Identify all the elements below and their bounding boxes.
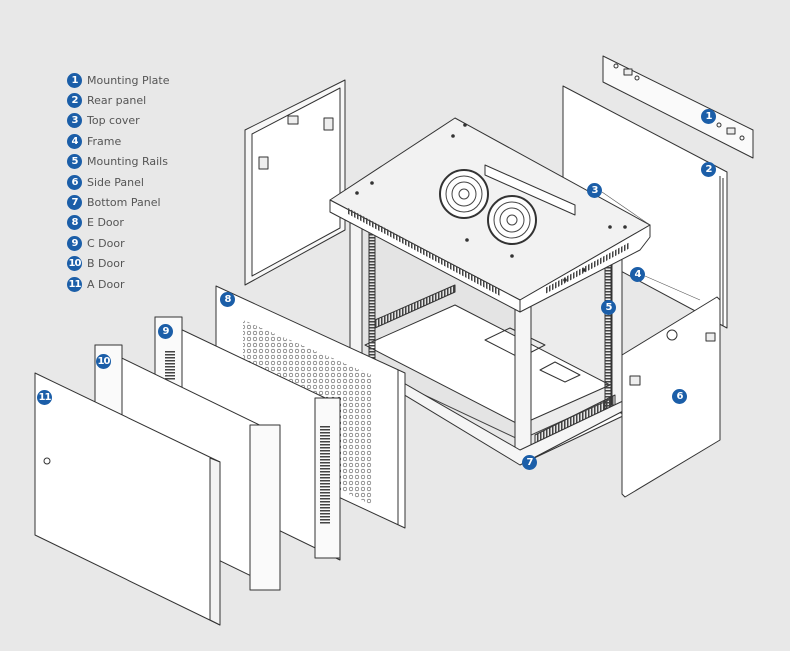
legend-item-top-cover: 3 Top cover: [67, 111, 170, 131]
callout-bottom-panel: 7: [522, 455, 537, 470]
legend-label: E Door: [87, 216, 124, 230]
legend-item-rear-panel: 2 Rear panel: [67, 90, 170, 110]
legend-label: Mounting Plate: [87, 73, 170, 87]
legend-label: B Door: [87, 257, 125, 271]
number-badge: 8: [67, 215, 82, 231]
legend-item-mounting-plate: 1 Mounting Plate: [67, 70, 170, 90]
side-panel: [621, 296, 721, 498]
legend-item-frame: 4 Frame: [67, 131, 170, 151]
number-badge: 3: [67, 113, 82, 129]
callout-side-panel: 6: [672, 389, 687, 404]
top-cover: [329, 117, 651, 313]
legend-label: Top cover: [87, 114, 140, 128]
callout-frame: 4: [630, 267, 645, 282]
leader-lines: [601, 191, 701, 301]
number-badge: 4: [67, 133, 82, 149]
legend-label: C Door: [87, 236, 125, 250]
legend-label: Rear panel: [87, 94, 147, 108]
legend: 1 Mounting Plate 2 Rear panel 3 Top cover 4…: [67, 70, 170, 294]
number-badge: 11: [67, 276, 82, 292]
callout-mounting-plate: 1: [701, 109, 716, 124]
number-badge: 6: [67, 174, 82, 190]
callout-top-cover: 3: [587, 183, 602, 198]
callout-a-door: 11: [37, 390, 52, 405]
callout-c-door: 9: [158, 324, 173, 339]
legend-item-e-door: 8 E Door: [67, 213, 170, 233]
legend-label: Bottom Panel: [87, 196, 161, 210]
callout-e-door: 8: [220, 292, 235, 307]
number-badge: 10: [67, 256, 82, 272]
number-badge: 7: [67, 195, 82, 211]
a-door: [34, 372, 221, 626]
number-badge: 1: [67, 72, 82, 88]
legend-item-bottom-panel: 7 Bottom Panel: [67, 192, 170, 212]
number-badge: 9: [67, 235, 82, 251]
legend-item-mounting-rails: 5 Mounting Rails: [67, 152, 170, 172]
legend-item-b-door: 10 B Door: [67, 254, 170, 274]
legend-item-a-door: 11 A Door: [67, 274, 170, 294]
legend-label: Frame: [87, 134, 122, 148]
legend-label: Side Panel: [87, 175, 144, 189]
number-badge: 5: [67, 154, 82, 170]
callout-rear-panel: 2: [701, 162, 716, 177]
legend-label: Mounting Rails: [87, 155, 168, 169]
legend-label: A Door: [87, 277, 125, 291]
number-badge: 2: [67, 93, 82, 109]
legend-item-side-panel: 6 Side Panel: [67, 172, 170, 192]
callout-b-door: 10: [96, 354, 111, 369]
callout-mounting-rails: 5: [601, 300, 616, 315]
mounting-plate: [602, 55, 754, 159]
legend-item-c-door: 9 C Door: [67, 233, 170, 253]
left-side-panel: [244, 79, 346, 286]
